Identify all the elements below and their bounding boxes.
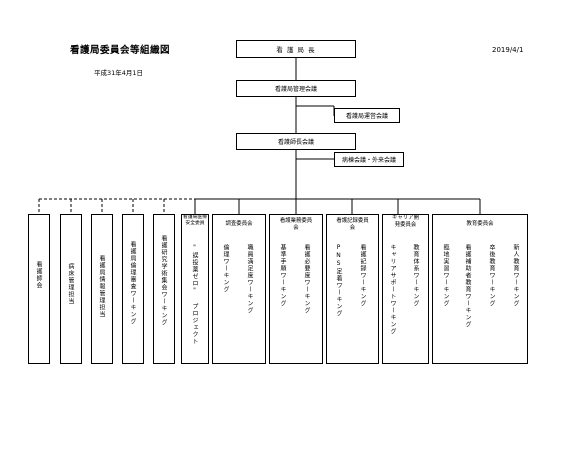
ward-management-lead-box: 病床管理担当 bbox=[60, 214, 82, 364]
education-wg-1: 臨地実習ワーキング bbox=[442, 244, 449, 307]
career-committee-header: キャリア開発委員会 bbox=[392, 215, 419, 228]
director-box: 看 護 局 長 bbox=[236, 40, 356, 58]
career-wg-1: キャリアサポートワーキング bbox=[389, 244, 396, 335]
survey-wg-1: 倫理ワーキング bbox=[222, 244, 229, 293]
nursing-record-committee-header: 看護記録委員会 bbox=[336, 218, 369, 231]
ethics-review-wg-box: 看護局倫理審査ワーキング bbox=[122, 214, 144, 364]
research-conference-wg-box: 看護研究学術集会ワーキング bbox=[153, 214, 175, 364]
education-committee-box bbox=[432, 214, 528, 364]
safety-committee-header: 看護局医療安全委員 bbox=[183, 215, 207, 226]
date-era: 平成31年4月1日 bbox=[94, 69, 144, 77]
nursing-practice-committee-box bbox=[269, 214, 323, 364]
nursing-record-wg-2: 看護記録ワーキング bbox=[359, 244, 366, 307]
research-conference-wg-label: 看護研究学術集会ワーキング bbox=[160, 235, 167, 326]
survey-wg-2: 職員満足度ワーキング bbox=[246, 244, 253, 314]
education-wg-3: 卒後教育ワーキング bbox=[488, 244, 495, 307]
career-wg-2: 教育体系ワーキング bbox=[412, 244, 419, 307]
chart-title: 看護局委員会等組織図 bbox=[70, 45, 171, 56]
info-management-lead-box: 看護局情報管理担当 bbox=[91, 214, 113, 364]
ward-outpatient-meeting-box: 病棟会議・外来会議 bbox=[334, 152, 404, 167]
management-meeting-box: 看護局管理会議 bbox=[236, 80, 356, 97]
safety-project-label: "誤投薬ゼロ" プロジェクト bbox=[191, 244, 198, 345]
education-wg-4: 新人教育ワーキング bbox=[512, 244, 519, 307]
career-committee-box bbox=[382, 214, 429, 364]
nursing-record-wg-1: PNS定着ワーキング bbox=[335, 244, 342, 317]
nursing-association-label: 看護師会 bbox=[35, 261, 42, 289]
info-management-lead-label: 看護局情報管理担当 bbox=[98, 255, 105, 318]
operations-meeting-box: 看護局運営会議 bbox=[334, 108, 400, 123]
education-committee-header: 教育委員会 bbox=[466, 221, 494, 227]
date-iso: 2019/4/1 bbox=[492, 46, 524, 54]
nursing-record-committee-box bbox=[326, 214, 379, 364]
nursing-practice-wg-2: 看護必要度ワーキング bbox=[303, 244, 310, 314]
ethics-review-wg-label: 看護局倫理審査ワーキング bbox=[129, 241, 136, 325]
nursing-association-box: 看護師会 bbox=[28, 214, 50, 364]
survey-committee-box bbox=[212, 214, 266, 364]
ward-management-lead-label: 病床管理担当 bbox=[67, 263, 74, 305]
survey-committee-header: 調査委員会 bbox=[225, 221, 253, 227]
nursing-practice-committee-header: 看護業務委員会 bbox=[279, 218, 313, 231]
education-wg-2: 看護補助者教育ワーキング bbox=[464, 244, 471, 328]
nursing-practice-wg-1: 基準手順ワーキング bbox=[279, 244, 286, 307]
head-nurse-meeting-box: 看護師長会議 bbox=[236, 133, 356, 150]
safety-committee-box bbox=[181, 214, 209, 364]
